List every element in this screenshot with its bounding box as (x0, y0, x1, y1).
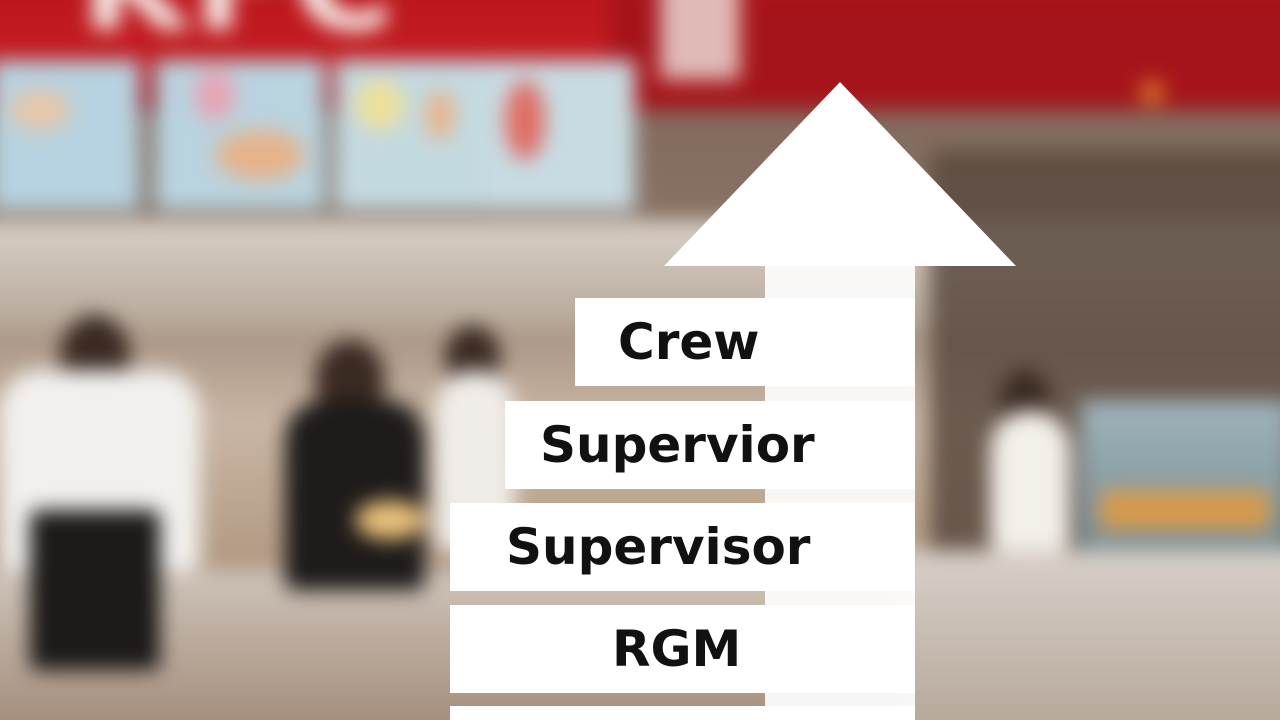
ladder-step-rgm: RGM (450, 605, 915, 693)
ladder-step-crew: Crew (575, 298, 915, 386)
ladder-step-supervior: Supervior (505, 401, 915, 489)
step-label: Crew (618, 313, 760, 371)
menu-screen (155, 60, 325, 210)
step-label: Supervior (540, 416, 815, 474)
ladder-step-bottom (450, 706, 915, 720)
menu-screen (485, 60, 635, 210)
menu-screen (0, 60, 140, 210)
step-label: RGM (612, 620, 742, 678)
kfc-logo: KFC (80, 0, 399, 63)
step-label: Supervisor (506, 518, 811, 576)
menu-screen (335, 60, 485, 210)
ladder-step-supervisor: Supervisor (450, 503, 915, 591)
